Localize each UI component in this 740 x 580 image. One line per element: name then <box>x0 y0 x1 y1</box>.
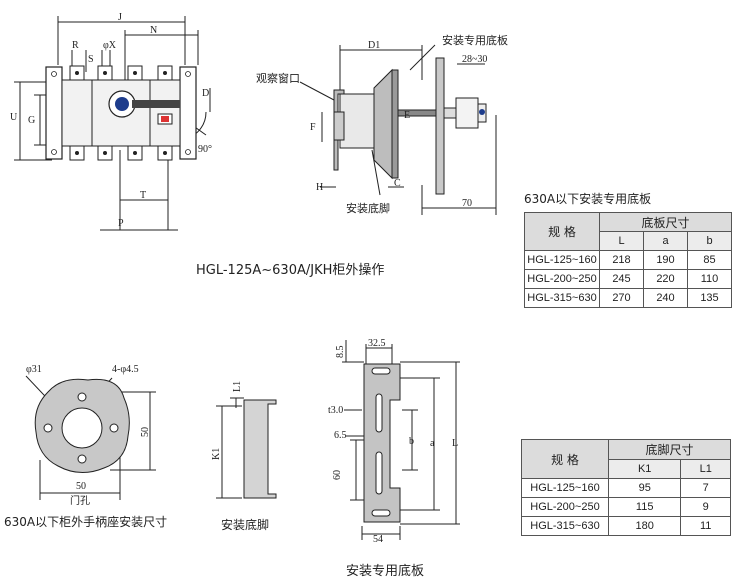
plate-6-5-label: 6.5 <box>334 430 347 441</box>
mounting-plate-drawing: 8.5 32.5 t3.0 6.5 60 b a L 54 <box>328 338 460 545</box>
door-hole-4-holes-label: 4-φ4.5 <box>112 364 139 375</box>
table-row: HGL-125~160 218 190 85 <box>524 250 732 270</box>
table-cell: HGL-125~160 <box>521 478 609 498</box>
dim-90-label: 90° <box>198 144 212 155</box>
dim-r-label: R <box>72 40 79 51</box>
dim-28-30-label: 28~30 <box>462 54 487 65</box>
foot-l1-label: L1 <box>232 381 243 392</box>
table-cell: 135 <box>687 288 732 308</box>
table-cell: 110 <box>687 269 732 289</box>
dim-f-label: F <box>310 122 316 133</box>
plate-table-caption: 630A以下安装专用底板 <box>524 192 652 206</box>
table-row: HGL-315~630 180 11 <box>521 516 731 536</box>
table-cell: HGL-315~630 <box>521 516 609 536</box>
dim-70-label: 70 <box>462 198 472 209</box>
top-drawing-caption: HGL-125A~630A/JKH柜外操作 <box>196 263 385 278</box>
dim-p-label: P <box>118 218 124 229</box>
dim-g-label: G <box>28 115 35 126</box>
plate-caption: 安装专用底板 <box>346 564 425 579</box>
dim-d1-label: D1 <box>368 40 380 51</box>
dim-d-label: D <box>202 88 209 99</box>
plate-t3-label: t3.0 <box>328 405 343 416</box>
plate-32-5-label: 32.5 <box>368 338 386 349</box>
foot-table-subheader-l1: L1 <box>680 458 731 479</box>
plate-table-subheader-l: L <box>599 231 644 251</box>
dim-j-label: J <box>118 12 122 23</box>
plate-spec-table: 规 格 底板尺寸 L a b HGL-125~160 218 190 85 HG… <box>524 212 732 308</box>
table-cell: 190 <box>643 250 688 270</box>
table-cell: 245 <box>599 269 644 289</box>
plate-60-label: 60 <box>332 470 343 480</box>
foot-table-subheader-k1: K1 <box>607 458 682 479</box>
dim-s-label: S <box>88 54 94 65</box>
dim-e-label: E <box>404 110 410 121</box>
dim-x-label: φX <box>103 40 117 51</box>
table-cell: 180 <box>607 516 682 536</box>
table-cell: HGL-200~250 <box>524 269 600 289</box>
table-row: HGL-200~250 115 9 <box>521 497 731 517</box>
plate-l-label: L <box>452 438 458 449</box>
dim-t-label: T <box>140 190 146 201</box>
table-cell: 218 <box>599 250 644 270</box>
dim-n-label: N <box>150 25 157 36</box>
table-cell: 220 <box>643 269 688 289</box>
table-cell: 240 <box>643 288 688 308</box>
foot-callout-label: 安装底脚 <box>346 201 390 215</box>
plate-callout-label: 安装专用底板 <box>442 33 508 47</box>
dim-c-label: C <box>394 178 401 189</box>
door-hole-height-label: 50 <box>140 427 151 437</box>
table-cell: 95 <box>607 478 682 498</box>
mounting-foot-drawing: L1 K1 <box>211 381 277 499</box>
table-cell: HGL-315~630 <box>524 288 600 308</box>
door-hole-width-label: 50 <box>76 481 86 492</box>
plate-table-subheader-b: b <box>687 231 732 251</box>
table-cell: 11 <box>680 516 731 536</box>
door-hole-label: 门孔 <box>70 494 90 507</box>
plate-54-label: 54 <box>373 534 383 545</box>
foot-table-model-header: 规 格 <box>521 439 609 479</box>
plate-table-model-header: 规 格 <box>524 212 600 251</box>
dim-h-label: H <box>316 182 323 193</box>
foot-spec-table: 规 格 底脚尺寸 K1 L1 HGL-125~160 95 7 HGL-200~… <box>521 439 731 536</box>
door-hole-phi31-label: φ31 <box>26 364 42 375</box>
foot-caption: 安装底脚 <box>221 518 270 532</box>
switch-front-view-drawing: J N R S φX U G D 90° T P <box>10 12 212 231</box>
table-row: HGL-315~630 270 240 135 <box>524 288 732 308</box>
table-cell: 270 <box>599 288 644 308</box>
foot-k1-label: K1 <box>211 448 222 460</box>
table-cell: 85 <box>687 250 732 270</box>
table-cell: 115 <box>607 497 682 517</box>
plate-8-5-label: 8.5 <box>335 346 346 359</box>
table-cell: HGL-200~250 <box>521 497 609 517</box>
foot-table-group-header: 底脚尺寸 <box>608 439 731 460</box>
dim-u-label: U <box>10 112 18 123</box>
window-callout-label: 观察窗口 <box>256 71 300 85</box>
door-hole-drawing: φ31 4-φ4.5 50 50 门孔 <box>25 364 156 507</box>
table-row: HGL-200~250 245 220 110 <box>524 269 732 289</box>
plate-table-group-header: 底板尺寸 <box>599 212 732 232</box>
plate-table-subheader-a: a <box>643 231 688 251</box>
table-cell: 9 <box>680 497 731 517</box>
plate-a-label: a <box>430 438 435 449</box>
table-row: HGL-125~160 95 7 <box>521 478 731 498</box>
door-hole-caption: 630A以下柜外手柄座安装尺寸 <box>4 515 168 529</box>
table-cell: 7 <box>680 478 731 498</box>
switch-side-view-drawing: D1 28~30 F E H C 70 安装专用底板 观察窗口 安装底脚 <box>256 33 508 215</box>
table-cell: HGL-125~160 <box>524 250 600 270</box>
plate-b-label: b <box>409 436 414 447</box>
